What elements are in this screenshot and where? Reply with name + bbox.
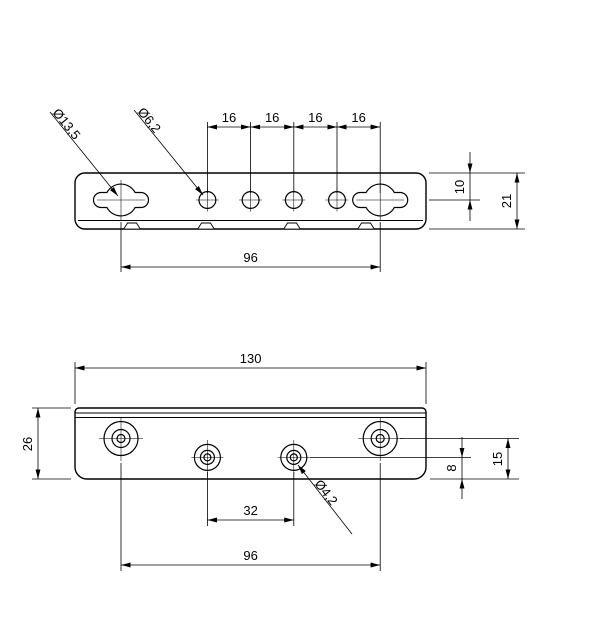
dim-label-total-height-top: 21	[499, 194, 514, 208]
dim-label-center-hole-pitch: 32	[243, 503, 257, 518]
dim-total-length: 130	[74, 351, 427, 404]
dim-label-keyhole-diameter: Ø13,5	[50, 105, 84, 142]
dim-label-small-hole-diameter: Ø6,2	[135, 104, 164, 135]
dim-front-height: 26	[20, 407, 71, 480]
dim-label-base-to-outer-hole: 15	[490, 452, 505, 466]
dim-label-front-height: 26	[20, 437, 35, 451]
dim-label-pitch-1: 16	[222, 110, 236, 125]
front-view: 130 26 32 96	[20, 351, 519, 571]
tab-mark	[197, 222, 215, 229]
dim-label-pitch-4: 16	[351, 110, 365, 125]
dim-label-center-hole-diameter: Ø4,2	[312, 477, 341, 508]
dim-label-pitch-3: 16	[308, 110, 322, 125]
dim-label-outer-hole-span: 96	[243, 548, 257, 563]
tab-mark	[123, 222, 141, 229]
dim-keyhole-span: 96	[120, 222, 381, 272]
dim-heights-top: 10 21	[429, 152, 525, 230]
dim-label-total-length: 130	[240, 351, 262, 366]
dim-center-hole-pitch: 32	[206, 472, 295, 526]
tab-mark	[283, 222, 301, 229]
plate-front-outline	[74, 407, 427, 480]
center-marks-front	[99, 417, 403, 476]
tab-mark	[357, 222, 375, 229]
dim-label-pitch-2: 16	[265, 110, 279, 125]
dim-label-edge-to-center: 10	[452, 180, 467, 194]
dim-label-keyhole-span: 96	[243, 250, 257, 265]
dim-heights-front: 8 15	[309, 437, 519, 499]
top-view: 16 16 16 16 96 10 21 Ø13,5	[50, 104, 525, 272]
dim-pitch-chain: 16 16 16 16	[206, 110, 381, 193]
dim-label-base-to-center-hole: 8	[444, 464, 459, 471]
dim-outer-hole-span: 96	[120, 463, 381, 571]
